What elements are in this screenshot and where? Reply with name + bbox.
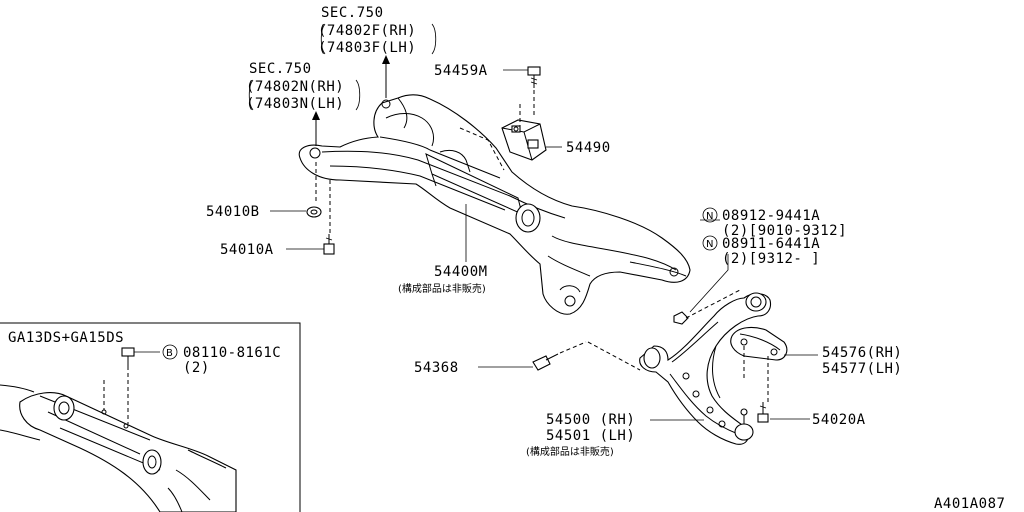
label-n-circle-1: N bbox=[706, 211, 713, 222]
label-sec750-top: SEC.750 bbox=[321, 5, 384, 21]
label-54368: 54368 bbox=[414, 360, 459, 376]
leader-lines bbox=[270, 69, 818, 421]
crossmember-drawing bbox=[298, 94, 691, 315]
label-74802f: (74802F(RH) bbox=[318, 23, 416, 39]
label-54020a: 54020A bbox=[812, 412, 866, 428]
label-74803n: (74803N(LH) bbox=[246, 96, 344, 112]
bolt-54459a-drawing bbox=[519, 66, 541, 128]
bolt-54368-drawing bbox=[532, 341, 641, 371]
label-08911: 08911-6441A bbox=[722, 236, 820, 252]
lower-arm-drawing bbox=[639, 292, 772, 445]
bolt-54020a-drawing bbox=[757, 402, 769, 423]
label-08911-sub: (2)[9312- ] bbox=[722, 251, 820, 267]
label-08110: 08110-8161C bbox=[183, 345, 281, 361]
label-n-circle-2: N bbox=[706, 239, 713, 250]
label-08912: 08912-9441A bbox=[722, 208, 820, 224]
bushing-bracket-drawing bbox=[730, 326, 788, 404]
label-74803f: (74803F(LH) bbox=[318, 40, 416, 56]
figure-code: A401A087 bbox=[934, 496, 1005, 512]
n-symbol-1 bbox=[702, 207, 718, 223]
n-symbol-2 bbox=[702, 235, 718, 251]
b-symbol bbox=[162, 344, 178, 360]
label-08110-sub: (2) bbox=[183, 360, 210, 376]
bracket-sec750-mid-r bbox=[355, 79, 361, 111]
bracket-sec750-top bbox=[320, 23, 326, 55]
label-54500: 54500 (RH) bbox=[546, 412, 635, 428]
bracket-sec750-top-r bbox=[431, 23, 437, 55]
label-74802n: (74802N(RH) bbox=[246, 79, 344, 95]
label-08912-sub: (2)[9010-9312] bbox=[722, 223, 847, 239]
nut-n-drawing bbox=[673, 289, 741, 325]
inset-panel bbox=[0, 322, 301, 512]
label-inset-title: GA13DS+GA15DS bbox=[8, 330, 124, 346]
label-54459a: 54459A bbox=[434, 63, 488, 79]
label-not-sold-2: (構成部品は非販売) bbox=[526, 445, 614, 458]
label-54490: 54490 bbox=[566, 140, 611, 156]
sec750-arrows bbox=[312, 55, 390, 146]
label-54400m: 54400M bbox=[434, 264, 488, 280]
label-54576: 54576(RH) bbox=[822, 345, 902, 361]
label-54010a: 54010A bbox=[220, 242, 274, 258]
label-54010b: 54010B bbox=[206, 204, 260, 220]
label-54501: 54501 (LH) bbox=[546, 428, 635, 444]
label-54577: 54577(LH) bbox=[822, 361, 902, 377]
bracket-sec750-mid bbox=[248, 79, 254, 111]
label-sec750-mid: SEC.750 bbox=[249, 61, 312, 77]
label-not-sold-1: (構成部品は非販売) bbox=[398, 282, 486, 295]
mount-bracket-drawing bbox=[501, 119, 547, 161]
label-b-circle: B bbox=[166, 348, 173, 359]
